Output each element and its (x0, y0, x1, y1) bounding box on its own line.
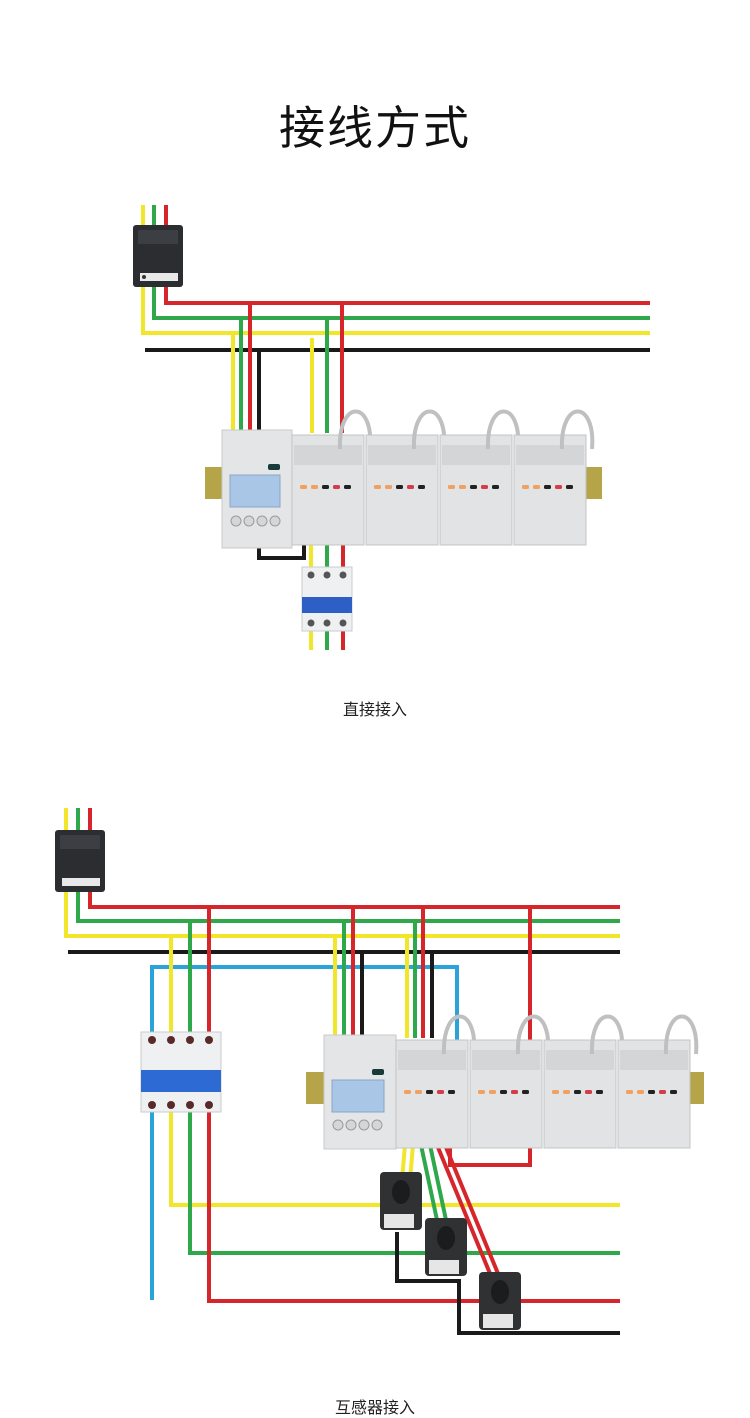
page-title: 接线方式 (279, 101, 471, 155)
direct-connection-diagram (133, 205, 650, 650)
meter-assembly (205, 409, 602, 549)
wire-ct-c (435, 1144, 493, 1277)
lcd-display (331, 1079, 385, 1113)
lcd-display (229, 474, 281, 508)
current-transformer (425, 1218, 467, 1276)
meter-module (291, 409, 373, 546)
rj45-jumper-cable (559, 409, 595, 450)
wire-phase-a (64, 808, 620, 938)
three-pole-mcb (301, 566, 353, 632)
meter-module (469, 1014, 551, 1149)
four-pole-mcb (140, 1031, 222, 1113)
meter-module (543, 1014, 625, 1149)
busbars (141, 205, 650, 650)
rj45-jumper-cable (441, 1014, 477, 1055)
meter-module (395, 1014, 477, 1149)
meter-module (513, 409, 595, 546)
main-breaker (133, 225, 183, 287)
wire-phase-c (164, 205, 650, 305)
wire-ct-b (428, 1144, 448, 1221)
meter-assembly (306, 1014, 704, 1150)
wire-phase-b (188, 1110, 620, 1255)
ct-connection-caption: 互感器接入 (334, 1398, 415, 1417)
wire-ct-b (419, 1144, 439, 1221)
rj45-jumper-cable (515, 1014, 551, 1055)
wire-neutral (257, 540, 306, 560)
meter-module (439, 409, 521, 546)
wire-ct-return (395, 1232, 620, 1335)
wire-phase-b (76, 808, 620, 923)
meter-module (617, 1014, 699, 1149)
current-transformer (479, 1272, 521, 1330)
wire-phase-a (141, 205, 650, 335)
ct-connection-diagram (55, 808, 704, 1335)
wire-phase-c (88, 808, 620, 909)
rj45-jumper-cable (337, 409, 373, 450)
current-transformers (380, 1172, 521, 1330)
rj45-jumper-cable (589, 1014, 625, 1055)
wire-ct-c (443, 1144, 501, 1277)
direct-connection-caption: 直接接入 (342, 700, 407, 719)
main-breaker (55, 830, 105, 892)
meter-module (365, 409, 447, 546)
rj45-jumper-cable (485, 409, 521, 450)
current-transformer (380, 1172, 422, 1230)
rj45-jumper-cable (411, 409, 447, 450)
rj45-jumper-cable (663, 1014, 699, 1055)
